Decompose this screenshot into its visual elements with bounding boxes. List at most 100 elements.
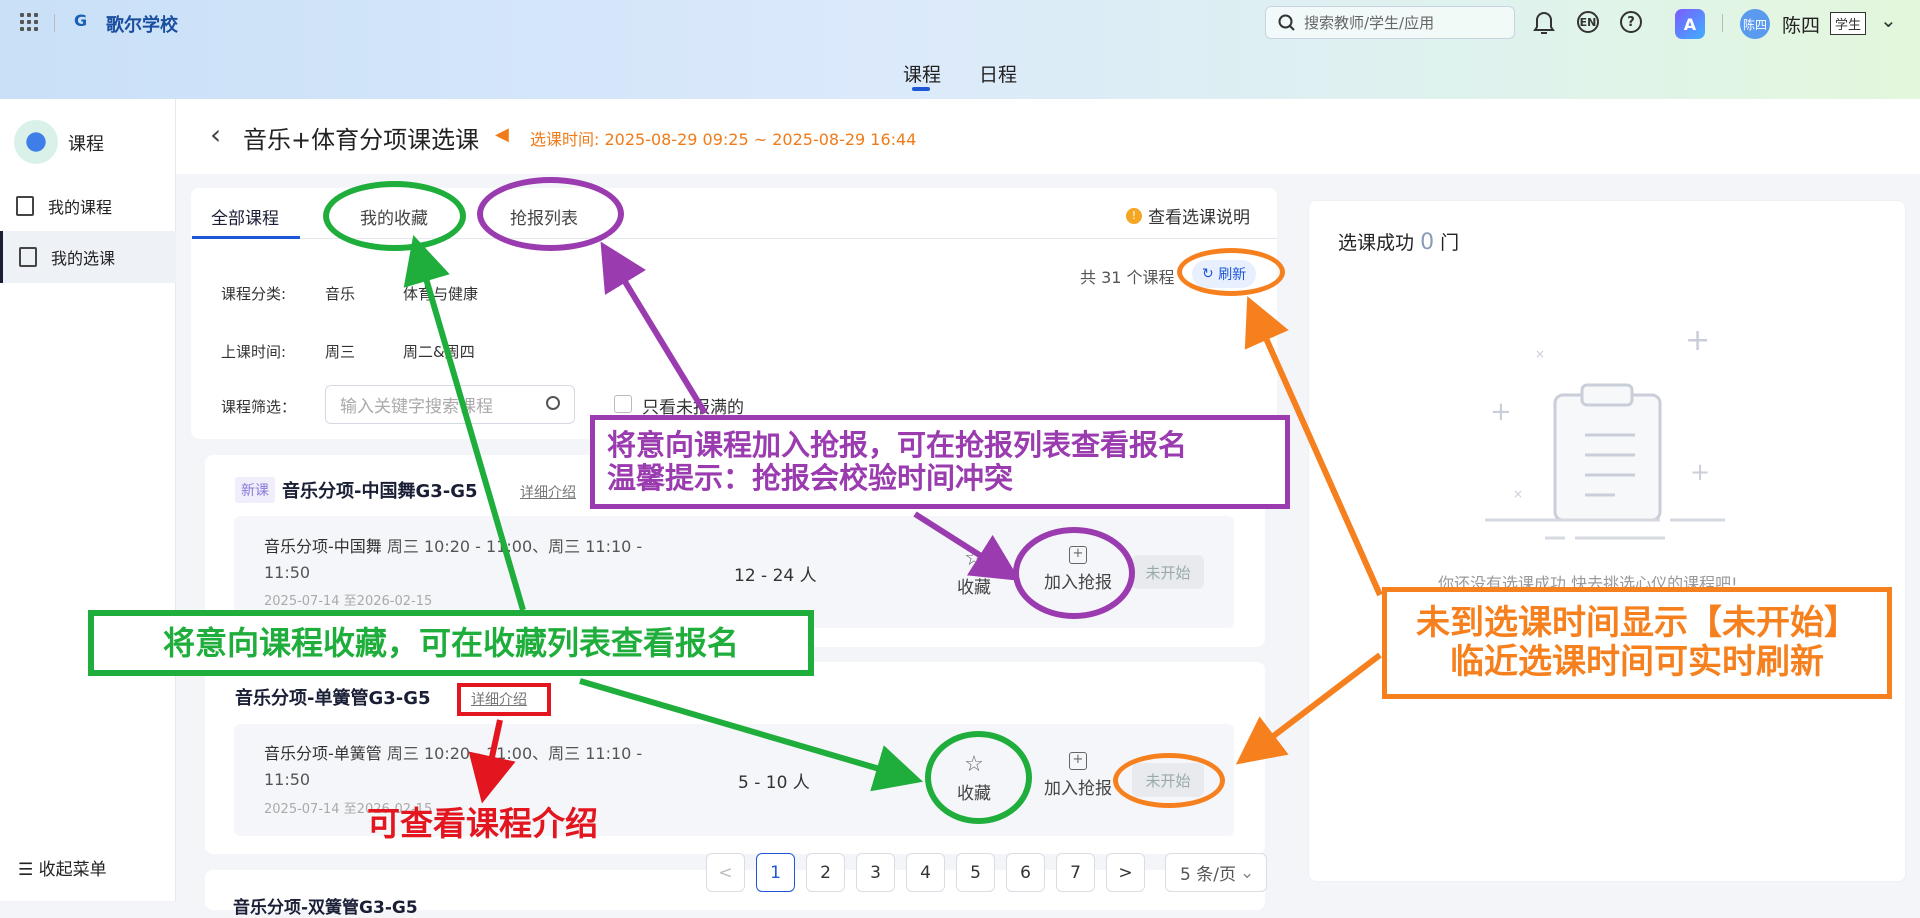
pagination-page[interactable]: 7 <box>1056 853 1095 892</box>
tab-divider <box>191 238 1277 239</box>
nav-tab-schedule[interactable]: 日程 <box>979 64 1018 86</box>
arrow-to-favorites-tab <box>403 234 526 611</box>
book-icon <box>16 196 34 216</box>
purple-highlight-ring <box>1013 527 1135 619</box>
page-title: 音乐+体育分项课选课 <box>243 126 480 154</box>
only-open-label: 只看未报满的 <box>642 398 744 418</box>
info-icon: ! <box>1126 207 1142 224</box>
pagination-prev[interactable]: < <box>706 853 745 892</box>
svg-text:+: + <box>1685 323 1710 358</box>
nav-active-indicator <box>912 87 930 91</box>
selection-result-panel <box>1308 200 1906 882</box>
course-detail-link[interactable]: 详细介绍 <box>471 692 527 708</box>
search-icon <box>1278 14 1295 31</box>
class-capacity: 5 - 10 人 <box>738 773 810 793</box>
arrow-to-favorite-button <box>579 678 924 792</box>
sidebar-item-label: 我的课程 <box>48 198 113 217</box>
new-course-badge: 新课 <box>235 477 275 503</box>
collapse-icon: ☰ <box>18 860 39 880</box>
category-option-music[interactable]: 音乐 <box>325 285 356 303</box>
category-label: 课程分类: <box>221 285 287 303</box>
language-icon[interactable]: EN <box>1577 11 1599 33</box>
selection-guide-link[interactable]: ! 查看选课说明 <box>1126 203 1250 228</box>
pagination-next[interactable]: > <box>1106 853 1145 892</box>
course-app-icon <box>14 120 58 164</box>
arrow-to-grab-tab <box>600 241 708 415</box>
help-icon[interactable]: ? <box>1620 11 1642 33</box>
pagination-page[interactable]: 3 <box>856 853 895 892</box>
tab-all-courses[interactable]: 全部课程 <box>211 209 279 229</box>
time-option-wed[interactable]: 周三 <box>325 343 356 361</box>
add-grab-button[interactable]: + 加入抢报 <box>1044 752 1112 799</box>
nav-tab-course[interactable]: 课程 <box>903 64 942 86</box>
apps-grid-icon[interactable] <box>20 13 38 31</box>
annotation-text: 将意向课程加入抢报，可在抢报列表查看报名 <box>607 427 1188 462</box>
course-filter-label: 课程筛选： <box>221 398 297 416</box>
svg-text:×: × <box>1535 347 1545 361</box>
course-search-placeholder: 输入关键字搜索课程 <box>340 397 493 417</box>
sidebar-item-label: 我的选课 <box>51 249 116 268</box>
chevron-down-icon[interactable]: ⌄ <box>1880 8 1897 32</box>
annotation-grab: 将意向课程加入抢报，可在抢报列表查看报名 温馨提示：抢报会校验时间冲突 <box>590 415 1290 509</box>
bell-icon[interactable] <box>1533 9 1555 35</box>
time-label: 上课时间: <box>221 343 287 361</box>
collapse-label: 收起菜单 <box>38 860 107 880</box>
global-search-input[interactable]: 搜索教师/学生/应用 <box>1265 6 1515 39</box>
only-open-checkbox[interactable] <box>614 395 632 413</box>
speaker-icon: ◀ <box>495 124 509 145</box>
app-launcher-icon[interactable]: A <box>1675 9 1705 39</box>
avatar[interactable]: 陈四 <box>1740 9 1770 39</box>
purple-highlight-ring <box>477 177 624 251</box>
course-name: 音乐分项-单簧管G3-G5 <box>235 688 431 709</box>
annotation-favorite: 将意向课程收藏，可在收藏列表查看报名 <box>88 610 814 676</box>
course-detail-link[interactable]: 详细介绍 <box>520 485 576 501</box>
course-class-row <box>234 724 1234 836</box>
top-bar <box>0 0 1920 99</box>
role-badge: 学生 <box>1830 12 1867 35</box>
course-total: 共 31 个课程 <box>1080 268 1175 287</box>
user-name[interactable]: 陈四 <box>1782 15 1821 37</box>
category-option-pe[interactable]: 体育与健康 <box>403 285 479 303</box>
pagination-page[interactable]: 4 <box>906 853 945 892</box>
red-highlight-box <box>457 683 551 716</box>
collapse-menu-button[interactable]: ☰ 收起菜单 <box>18 855 107 880</box>
school-name[interactable]: 歌尔学校 <box>106 15 178 36</box>
favorite-label: 收藏 <box>957 578 991 598</box>
course-search-input[interactable]: 输入关键字搜索课程 <box>325 385 575 424</box>
arrow-to-detail <box>468 719 516 804</box>
time-option-tue-thu[interactable]: 周二&周四 <box>403 343 475 361</box>
page-size-value: 5 条/页 <box>1180 865 1236 885</box>
annotation-text: 未到选课时间显示【未开始】 <box>1416 602 1858 643</box>
back-arrow-icon[interactable]: ‹ <box>210 118 222 151</box>
tab-active-indicator <box>192 236 300 239</box>
divider <box>54 14 55 32</box>
divider <box>1722 14 1723 32</box>
empty-clipboard-icon: + + + × × <box>1485 323 1725 540</box>
sidebar-title: 课程 <box>68 134 104 155</box>
not-started-button[interactable]: 未开始 <box>1132 555 1204 589</box>
pagination-page[interactable]: 6 <box>1006 853 1045 892</box>
green-highlight-ring <box>323 181 466 251</box>
plus-square-icon: + <box>1069 752 1087 770</box>
page-header <box>176 99 1920 174</box>
arrow-to-not-started <box>1235 652 1382 765</box>
guide-label: 查看选课说明 <box>1148 208 1250 228</box>
sidebar-item-my-courses[interactable]: 我的课程 <box>0 180 176 232</box>
class-schedule: 音乐分项-中国舞 周三 10:20 - 11:00、周三 11:10 -11:5… <box>264 537 643 582</box>
page-size-select[interactable]: 5 条/页⌄ <box>1165 853 1267 892</box>
pagination-page[interactable]: 1 <box>756 853 795 892</box>
annotation-not-started: 未到选课时间显示【未开始】 临近选课时间可实时刷新 <box>1382 587 1892 699</box>
success-summary: 选课成功 0 门 <box>1338 230 1460 255</box>
course-name: 音乐分项-双簧管G3-G5 <box>233 893 418 918</box>
sidebar-item-my-selection[interactable]: 我的选课 <box>0 231 176 283</box>
pagination-page[interactable]: 2 <box>806 853 845 892</box>
annotation-text: 临近选课时间可实时刷新 <box>1450 642 1824 682</box>
class-dates: 2025-07-14 至2026-02-15 <box>264 594 433 609</box>
arrow-to-refresh <box>1244 296 1383 597</box>
search-placeholder: 搜索教师/学生/应用 <box>1304 14 1435 32</box>
add-grab-label: 加入抢报 <box>1044 779 1112 799</box>
svg-text:×: × <box>1513 487 1523 501</box>
green-highlight-ring <box>925 731 1032 824</box>
pagination-page[interactable]: 5 <box>956 853 995 892</box>
